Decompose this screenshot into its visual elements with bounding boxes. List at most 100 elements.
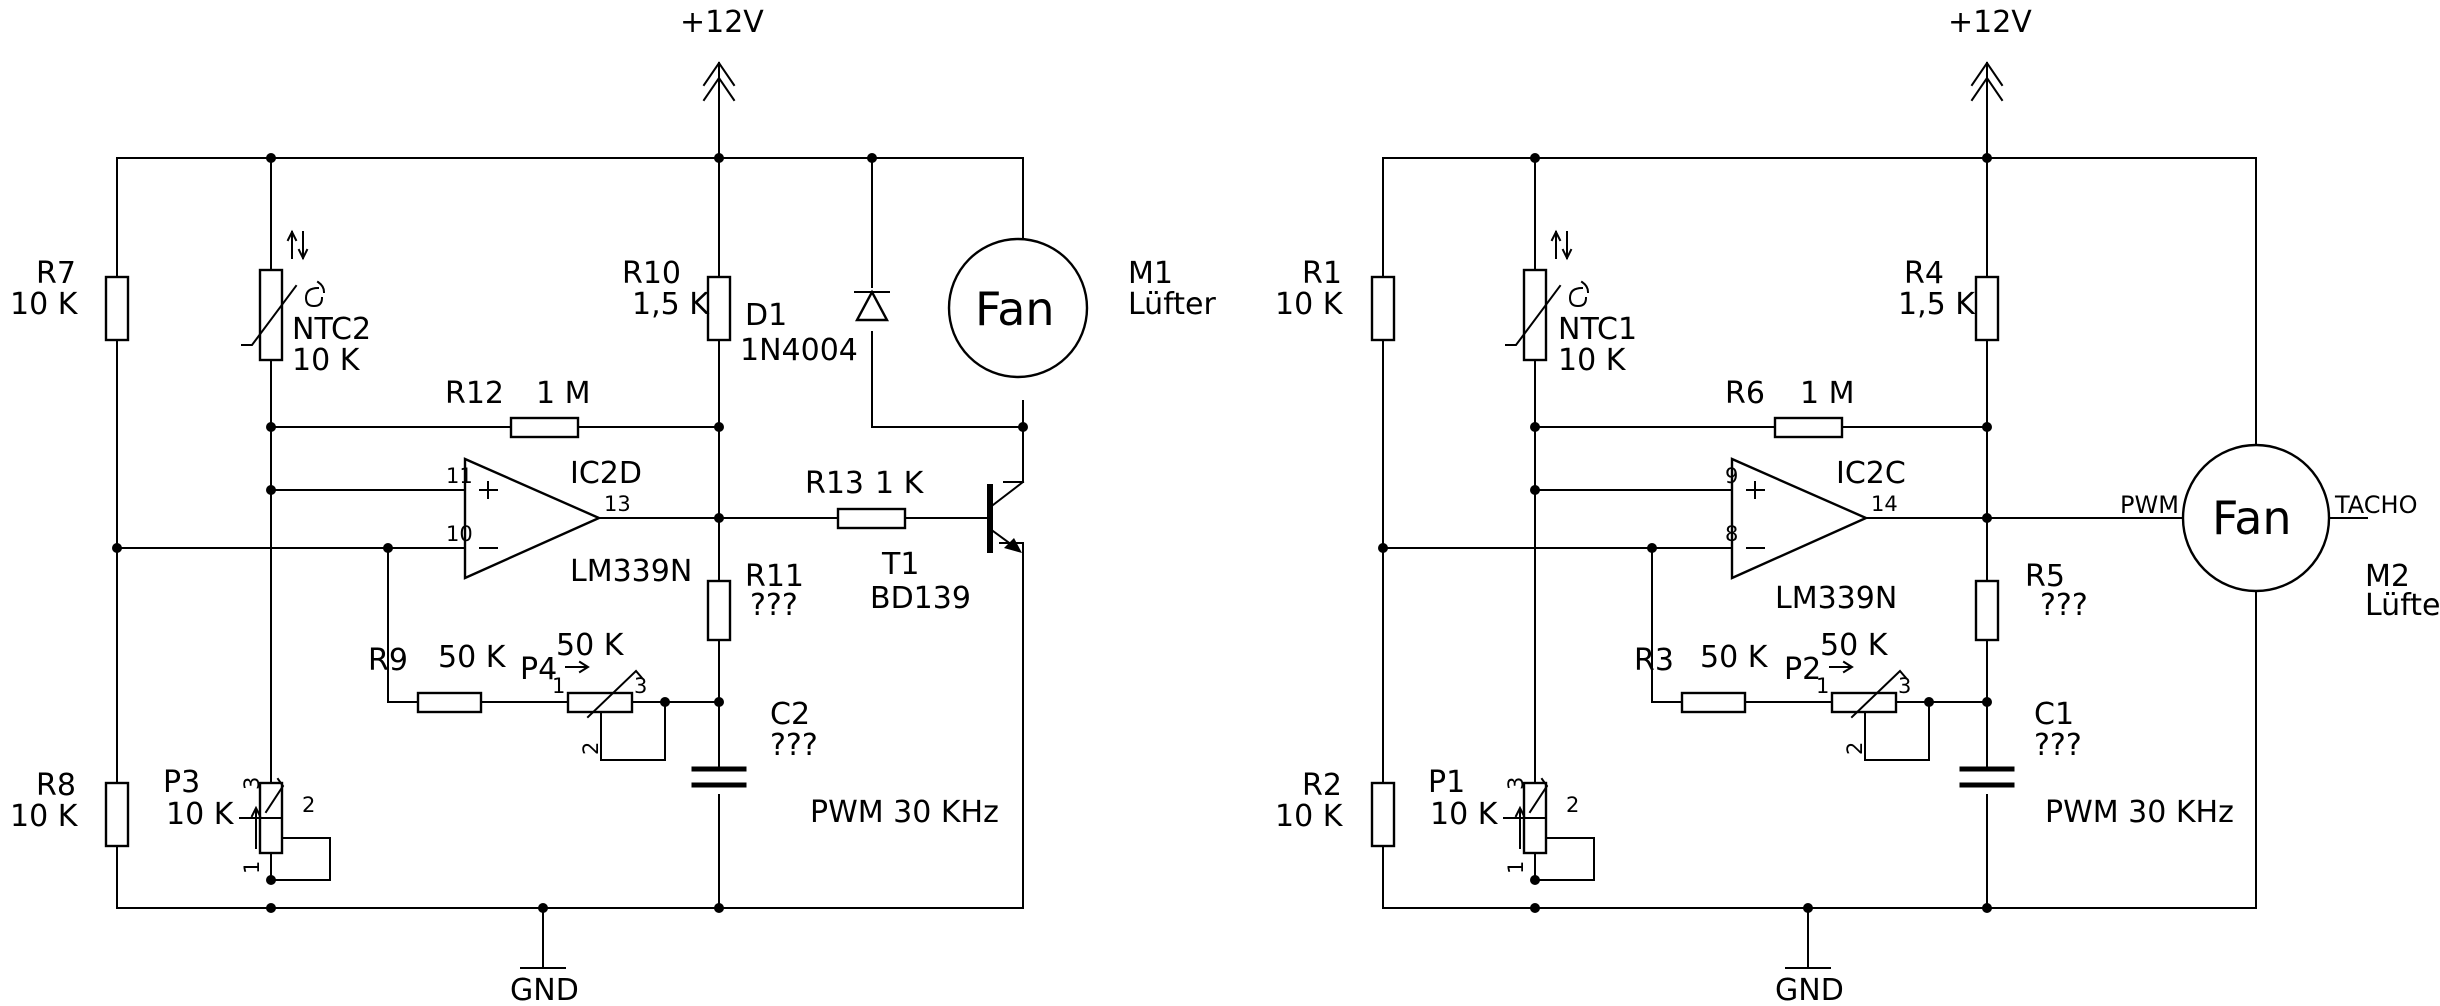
r8-ref: R8 bbox=[36, 768, 76, 803]
ic2c-ref: IC2C bbox=[1836, 456, 1906, 491]
ic2d-ref: IC2D bbox=[570, 456, 642, 491]
fan-m2-ref: M2 bbox=[2365, 559, 2410, 594]
p2-pin3: 3 bbox=[1898, 674, 1911, 698]
junction-dot bbox=[1018, 422, 1028, 432]
fan-m2-value: Lüfter bbox=[2365, 588, 2440, 623]
right-resistor-r4: R4 1,5 K bbox=[1898, 256, 2000, 342]
right-resistor-r1: R1 10 K bbox=[1275, 256, 1396, 342]
junction-dot bbox=[266, 153, 276, 163]
r4-ref: R4 bbox=[1904, 256, 1944, 291]
ntc2-ref: NTC2 bbox=[292, 312, 371, 347]
left-resistor-r8: R8 10 K bbox=[10, 768, 130, 848]
p1-pin2: 2 bbox=[1566, 793, 1579, 817]
junction-dot bbox=[1378, 543, 1388, 553]
r7-ref: R7 bbox=[36, 256, 76, 291]
p4-pin1: 1 bbox=[552, 674, 565, 698]
junction-dot bbox=[1647, 543, 1657, 553]
fan-m2-label: Fan bbox=[2212, 491, 2292, 545]
t1-value: BD139 bbox=[870, 581, 971, 616]
ic2c-pin-plus: 9 bbox=[1725, 464, 1738, 488]
r13-value: 1 K bbox=[875, 466, 925, 501]
c2-value: ??? bbox=[770, 728, 818, 763]
ic2c-part: LM339N bbox=[1775, 581, 1897, 616]
p2-ref: P2 bbox=[1784, 652, 1821, 687]
ntc1-value: 10 K bbox=[1558, 343, 1627, 378]
t1-ref: T1 bbox=[881, 547, 919, 582]
left-capacitor-c2: C2 ??? bbox=[691, 697, 818, 788]
left-circuit: +12V bbox=[10, 5, 1216, 1006]
ic2d-pin-out: 13 bbox=[604, 492, 631, 516]
junction-dot bbox=[1982, 153, 1992, 163]
left-fan-m1: Fan M1 Lüfter bbox=[947, 237, 1216, 379]
ic2d-pin-minus: 10 bbox=[446, 522, 473, 546]
p4-pin2: 2 bbox=[579, 742, 603, 755]
junction-dot bbox=[266, 875, 276, 885]
right-pwm-note: PWM 30 KHz bbox=[2045, 795, 2234, 830]
r2-value: 10 K bbox=[1275, 799, 1344, 834]
r10-value: 1,5 K bbox=[632, 287, 710, 322]
junction-dot bbox=[1530, 153, 1540, 163]
left-resistor-r10: R10 1,5 K bbox=[622, 256, 732, 342]
r13-ref: R13 bbox=[805, 466, 864, 501]
right-wires bbox=[1382, 157, 2368, 969]
r6-value: 1 M bbox=[1800, 376, 1855, 411]
junction-dot bbox=[266, 422, 276, 432]
left-resistor-r12: R12 1 M bbox=[445, 376, 591, 439]
fan-m2-tacho-label: TACHO bbox=[2334, 491, 2418, 519]
left-pwm-note: PWM 30 KHz bbox=[810, 795, 999, 830]
p3-pin3: 3 bbox=[240, 777, 264, 790]
p2-pin2: 2 bbox=[1843, 742, 1867, 755]
left-ground-label: GND bbox=[510, 973, 579, 1006]
p3-pin2: 2 bbox=[302, 793, 315, 817]
junction-dot bbox=[1982, 903, 1992, 913]
p4-pin3: 3 bbox=[634, 674, 647, 698]
r11-value: ??? bbox=[750, 588, 798, 623]
junction-dot bbox=[1530, 422, 1540, 432]
p3-value: 10 K bbox=[166, 797, 235, 832]
p2-value: 50 K bbox=[1820, 628, 1889, 663]
ic2c-pin-minus: 8 bbox=[1725, 522, 1738, 546]
right-resistor-r3: R3 50 K bbox=[1634, 640, 1769, 714]
r6-ref: R6 bbox=[1725, 376, 1765, 411]
left-supply-symbol: +12V bbox=[680, 5, 764, 159]
r9-ref: R9 bbox=[368, 643, 408, 678]
junction-dot bbox=[112, 543, 122, 553]
c1-ref: C1 bbox=[2034, 697, 2074, 732]
r3-ref: R3 bbox=[1634, 643, 1674, 678]
right-potentiometer-p2: P2 50 K 1 3 2 bbox=[1784, 628, 1911, 755]
junction-dot bbox=[714, 422, 724, 432]
junction-dot bbox=[266, 903, 276, 913]
right-capacitor-c1: C1 ??? bbox=[1959, 697, 2082, 788]
junction-dot bbox=[714, 697, 724, 707]
right-comparator-ic2c: 9 8 14 IC2C LM339N bbox=[1725, 456, 1906, 616]
right-resistor-r5: R5 ??? bbox=[1974, 559, 2088, 642]
c1-value: ??? bbox=[2034, 728, 2082, 763]
r2-ref: R2 bbox=[1302, 768, 1342, 803]
junction-dot bbox=[660, 697, 670, 707]
right-resistor-r6: R6 1 M bbox=[1725, 376, 1855, 439]
right-resistor-r2: R2 10 K bbox=[1275, 768, 1396, 848]
left-potentiometer-p3: P3 10 K 3 1 2 bbox=[163, 765, 315, 874]
right-supply-symbol: +12V bbox=[1948, 5, 2032, 159]
left-resistor-r9: R9 50 K bbox=[368, 640, 507, 714]
fan-m1-label: Fan bbox=[975, 282, 1055, 336]
p2-pin1: 1 bbox=[1816, 674, 1829, 698]
left-resistor-r11: R11 ??? bbox=[706, 559, 804, 642]
left-comparator-ic2d: 11 10 13 IC2D LM339N bbox=[446, 456, 692, 589]
junction-dot bbox=[1530, 485, 1540, 495]
ntc2-value: 10 K bbox=[292, 343, 361, 378]
p4-ref: P4 bbox=[520, 652, 557, 687]
junction-dot bbox=[1982, 513, 1992, 523]
r7-value: 10 K bbox=[10, 287, 79, 322]
r8-value: 10 K bbox=[10, 799, 79, 834]
r4-value: 1,5 K bbox=[1898, 287, 1976, 322]
r1-value: 10 K bbox=[1275, 287, 1344, 322]
c2-ref: C2 bbox=[770, 697, 810, 732]
junction-dot bbox=[1982, 697, 1992, 707]
fan-m1-value: Lüfter bbox=[1128, 287, 1216, 322]
r5-ref: R5 bbox=[2025, 559, 2065, 594]
junction-dot bbox=[1924, 697, 1934, 707]
r1-ref: R1 bbox=[1302, 256, 1342, 291]
p1-ref: P1 bbox=[1428, 765, 1465, 800]
